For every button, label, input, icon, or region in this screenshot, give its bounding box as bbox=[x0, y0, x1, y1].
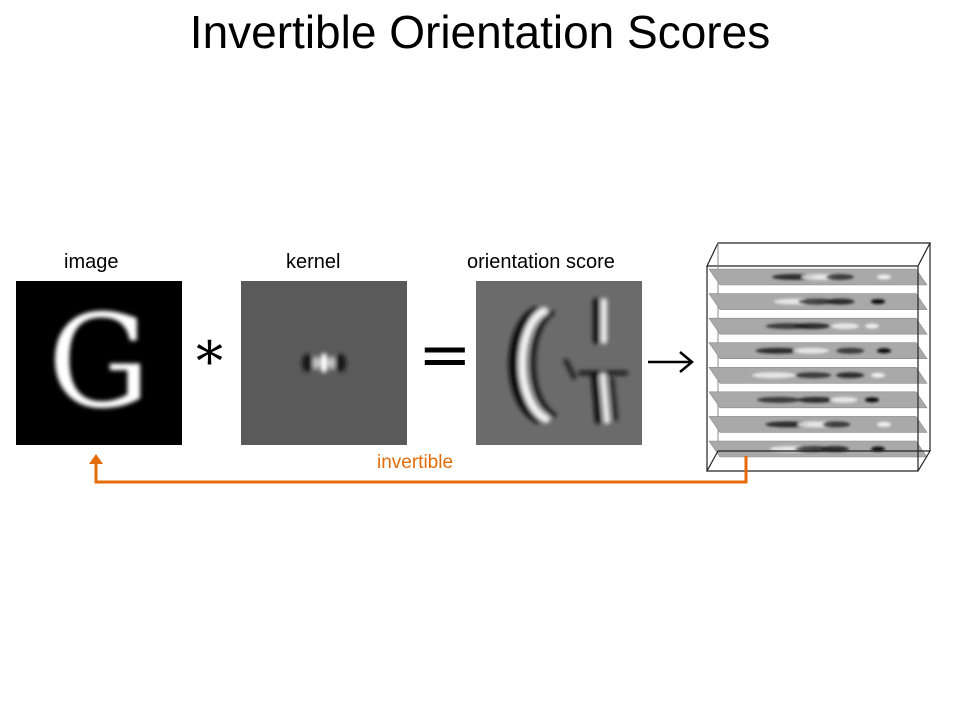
invertible-feedback-arrow bbox=[84, 452, 764, 492]
stack-layer bbox=[708, 268, 928, 286]
invertible-label: invertible bbox=[377, 452, 454, 473]
image-label: image bbox=[64, 251, 119, 273]
image-letter: G bbox=[47, 288, 151, 437]
arrow-operator bbox=[646, 332, 696, 392]
orientation-score-label: orientation score bbox=[467, 251, 615, 273]
image-panel: G bbox=[16, 281, 182, 445]
stack-layer bbox=[708, 366, 928, 384]
stack-layer bbox=[708, 391, 928, 409]
slide-title: Invertible Orientation Scores bbox=[189, 6, 771, 58]
kernel-label: kernel bbox=[286, 251, 341, 273]
stack-layer bbox=[708, 342, 928, 360]
convolution-operator: * bbox=[196, 330, 223, 393]
stack-layer bbox=[708, 293, 928, 310]
stack-layer bbox=[708, 416, 928, 433]
equals-operator: = bbox=[418, 318, 472, 392]
kernel-panel bbox=[241, 281, 407, 445]
orientation-score-panel bbox=[476, 281, 642, 445]
orientation-stack bbox=[704, 241, 936, 475]
stack-layer bbox=[708, 317, 928, 335]
